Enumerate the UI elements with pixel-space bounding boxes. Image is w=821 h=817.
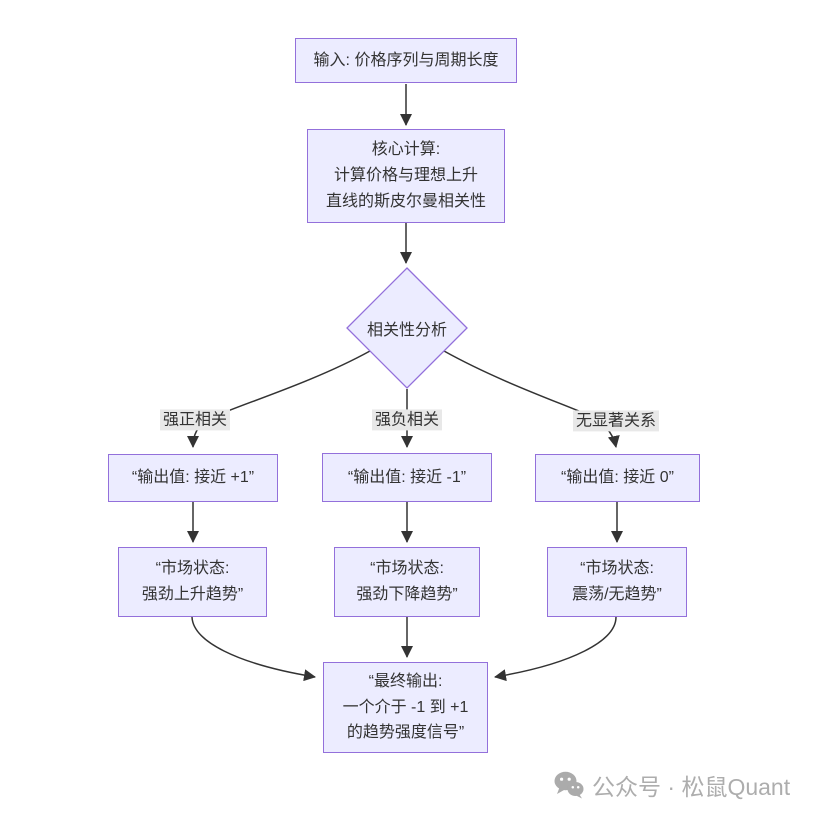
node-output-pos-label: “输出值: 接近 +1”: [131, 469, 255, 487]
node-state-flat-line-2: 震荡/无趋势”: [572, 586, 662, 603]
node-final-line-3: 的趋势强度信号”: [346, 724, 465, 742]
edge-label-no-significant: 无显著关系: [572, 410, 660, 432]
node-output-neg: “输出值: 接近 -1”: [322, 453, 492, 502]
edge-state-flat-to-final: [494, 616, 617, 682]
decision-diamond-shape: [346, 267, 468, 389]
node-final-line-1: “最终输出:: [368, 672, 443, 690]
node-state-flat-line-1: “市场状态:: [580, 560, 654, 578]
node-state-up: “市场状态: 强劲上升趋势”: [118, 547, 267, 617]
node-state-down-line-2: 强劲下降趋势”: [356, 586, 458, 603]
node-core-line-3: 直线的斯皮尔曼相关性: [325, 192, 486, 210]
node-core-calculation: 核心计算: 计算价格与理想上升 直线的斯皮尔曼相关性: [307, 129, 505, 223]
node-state-down-line-1: “市场状态:: [370, 560, 444, 578]
edge-decision-to-output-zero: [443, 350, 620, 448]
edge-decision-to-output-pos: [187, 350, 371, 448]
node-state-down: “市场状态: 强劲下降趋势”: [334, 547, 480, 617]
node-output-zero-label: “输出值: 接近 0”: [561, 469, 674, 487]
node-output-pos: “输出值: 接近 +1”: [108, 454, 278, 502]
edge-label-strong-negative: 强负相关: [371, 409, 443, 431]
node-decision-label: 相关性分析: [366, 322, 448, 339]
wechat-icon: [554, 771, 584, 799]
node-input-label: 输入: 价格序列与周期长度: [313, 51, 499, 69]
node-state-flat: “市场状态: 震荡/无趋势”: [547, 547, 687, 617]
edge-label-strong-positive: 强正相关: [159, 409, 231, 431]
node-state-up-line-1: “市场状态:: [155, 560, 230, 578]
node-final-output: “最终输出: 一个介于 -1 到 +1 的趋势强度信号”: [323, 662, 488, 753]
edge-state-up-to-final: [191, 616, 316, 682]
node-input: 输入: 价格序列与周期长度: [295, 38, 517, 83]
node-core-line-2: 计算价格与理想上升: [333, 167, 478, 185]
node-state-up-line-2: 强劲上升趋势”: [141, 586, 244, 603]
node-final-line-2: 一个介于 -1 到 +1: [342, 698, 469, 716]
watermark-text: 公众号 · 松鼠Quant: [592, 774, 791, 800]
node-core-line-1: 核心计算:: [371, 141, 441, 159]
node-output-zero: “输出值: 接近 0”: [535, 454, 700, 502]
watermark: 公众号 · 松鼠Quant: [554, 768, 790, 802]
node-output-neg-label: “输出值: 接近 -1”: [347, 468, 467, 486]
